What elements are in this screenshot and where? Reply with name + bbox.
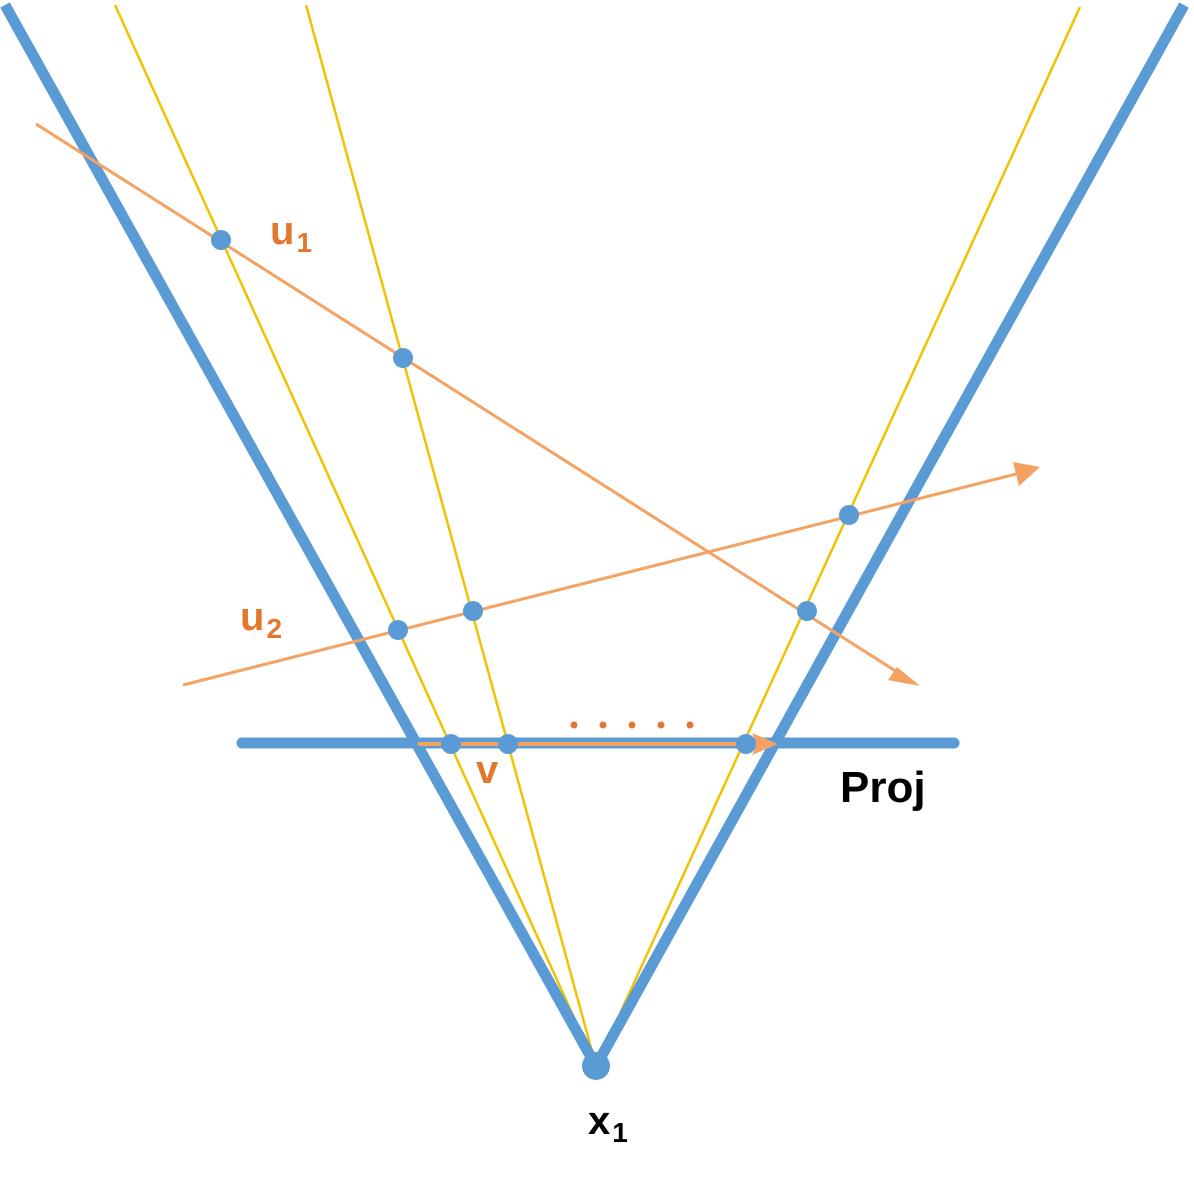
point-u2-ray2 <box>463 601 483 621</box>
intersection-points <box>211 230 859 1080</box>
ray-line-1 <box>113 4 598 1067</box>
u1-vector <box>35 122 917 686</box>
u2-vector <box>182 468 1033 687</box>
point-proj-ray2 <box>498 734 518 754</box>
point-u2-ray3 <box>839 505 859 525</box>
point-u1-ray3 <box>797 601 817 621</box>
point-u1-ray1 <box>211 230 231 250</box>
label-x1: x1 <box>588 1099 628 1148</box>
u1-arrowhead <box>888 667 920 686</box>
u2-arrowhead <box>1013 462 1040 486</box>
apex-point-x1 <box>582 1052 610 1080</box>
point-u2-ray1 <box>388 620 408 640</box>
v-arrowhead <box>752 733 778 755</box>
point-proj-ray1 <box>441 734 461 754</box>
ray-line-2 <box>304 4 598 1067</box>
label-v: v <box>476 748 499 792</box>
point-proj-ray3 <box>736 734 756 754</box>
point-u1-ray2 <box>393 348 413 368</box>
label-u1: u1 <box>270 209 312 258</box>
label-u2: u2 <box>240 595 282 644</box>
ellipsis-dots <box>570 721 694 729</box>
ray-line-3 <box>594 6 1082 1067</box>
label-proj: Proj <box>840 763 926 812</box>
